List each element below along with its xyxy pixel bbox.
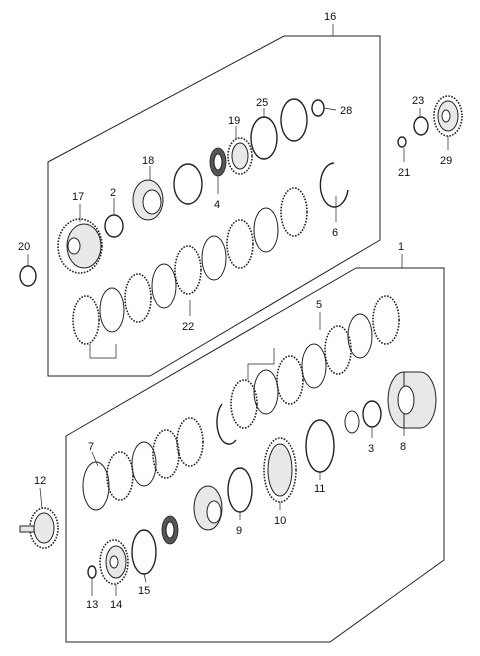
part-15-ring (131, 529, 157, 575)
callout-16: 16 (324, 11, 336, 23)
piston-lower (193, 485, 223, 531)
callout-13: 13 (86, 599, 98, 611)
callout-12: 12 (34, 475, 46, 487)
seal-ring-top (280, 98, 308, 142)
leader-7 (91, 451, 99, 467)
part-6-snap-ring (319, 162, 349, 208)
part-28-small-ring (311, 99, 325, 117)
callout-3: 3 (368, 443, 374, 455)
callout-29: 29 (440, 155, 452, 167)
callout-5: 5 (316, 299, 322, 311)
callout-7: 7 (88, 441, 94, 453)
callout-20: 20 (18, 241, 30, 253)
part-23-washer (413, 116, 429, 136)
part-3-snap-ring (362, 400, 382, 428)
small-ring-lower (344, 410, 360, 434)
leader-22-bracket (89, 344, 117, 359)
callout-2: 2 (110, 187, 116, 199)
part-13-small-ring (87, 565, 97, 579)
assembly-frame-16 (47, 35, 381, 377)
callout-8: 8 (400, 441, 406, 453)
snap-ring-lower (216, 403, 237, 445)
callout-14: 14 (110, 599, 122, 611)
part-21-ring (397, 136, 407, 148)
callout-18: 18 (142, 155, 154, 167)
part-2-snap-ring (104, 214, 124, 238)
seal-ring-upper (173, 163, 203, 205)
part-8-drum (387, 371, 437, 429)
part-29-gear (433, 95, 463, 137)
part-10-gear (263, 437, 297, 503)
part-19-hub (227, 137, 253, 175)
callout-17: 17 (72, 191, 84, 203)
assembly-frame-1 (65, 267, 445, 643)
part-9-ring (227, 467, 253, 513)
callout-11: 11 (314, 483, 325, 495)
callout-21: 21 (398, 167, 410, 179)
callout-23: 23 (412, 95, 424, 107)
callout-25: 25 (256, 97, 268, 109)
part-17-drum-gear (57, 218, 103, 274)
part-18-piston (132, 179, 164, 221)
leader-5-bracket (247, 348, 275, 380)
part-11-ring (305, 419, 335, 473)
part-22-clutch-discs (72, 187, 308, 345)
callout-1: 1 (398, 241, 404, 253)
callout-9: 9 (236, 525, 242, 537)
callout-28: 28 (340, 105, 352, 117)
callout-6: 6 (332, 227, 338, 239)
part-14-hub-gear (99, 539, 129, 585)
part-20-ring (19, 265, 37, 287)
callout-19: 19 (228, 115, 240, 127)
leader-lines (27, 24, 449, 596)
callout-22: 22 (182, 321, 194, 333)
part-4-bearing (209, 147, 227, 177)
part-25-ring (250, 116, 278, 160)
bearing-lower (161, 515, 179, 545)
callout-15: 15 (138, 585, 150, 597)
part-12-shaft-gear (19, 507, 59, 549)
part-5-clutch-pack (230, 295, 400, 429)
callout-4: 4 (214, 199, 220, 211)
part-7-clutch-discs (82, 417, 204, 511)
callout-10: 10 (274, 515, 286, 527)
